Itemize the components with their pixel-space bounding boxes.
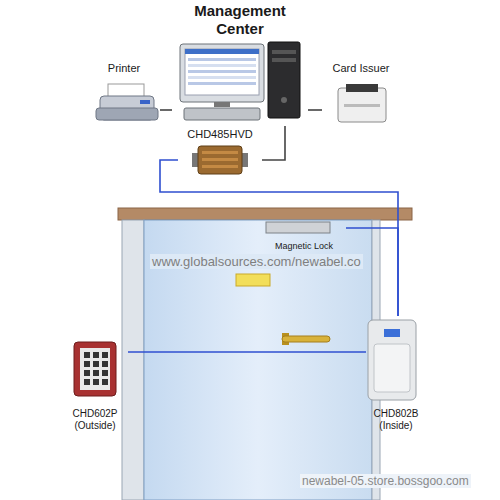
device-label: Magnetic Lock — [275, 241, 333, 252]
device-label: CHD802B (Inside) — [368, 408, 424, 432]
device-node: Management Center — [172, 2, 308, 126]
keypad-key — [102, 361, 108, 367]
keypad-key — [93, 370, 99, 376]
device-node: CHD802B (Inside) — [366, 316, 426, 432]
card-slot — [346, 84, 378, 92]
watermark: newabel-05.store.bossgoo.com — [300, 474, 471, 488]
converter-symbol — [198, 146, 242, 174]
converter-terminal — [192, 153, 198, 167]
converter-terminal — [242, 153, 248, 167]
keypad-key — [102, 379, 108, 385]
monitor-screen — [185, 49, 259, 95]
keypad-key — [93, 361, 99, 367]
device-node: Card Issuer — [322, 62, 400, 128]
lock-symbol — [266, 222, 330, 233]
drive-slot — [272, 50, 296, 54]
cable-line — [262, 126, 285, 160]
converter-stripe — [202, 151, 238, 154]
watermark: www.globalsources.com/newabel.co — [150, 254, 363, 269]
device-node: Printer — [88, 62, 160, 128]
device-label: Printer — [108, 62, 140, 75]
keypad-key — [102, 370, 108, 376]
screen-row — [188, 64, 256, 67]
converter-stripe — [202, 165, 238, 168]
device-node: Magnetic Lock — [262, 222, 346, 252]
drive-slot — [272, 58, 296, 62]
device-label: CHD602P (Outside) — [64, 408, 126, 432]
cable-line — [308, 109, 322, 111]
reader-symbol — [368, 320, 416, 400]
device-node: CHD602P (Outside) — [62, 338, 128, 432]
screen-row — [188, 58, 256, 61]
monitor-stand — [214, 102, 230, 107]
door-lintel — [118, 208, 412, 220]
monitor-symbol — [180, 44, 264, 102]
card-slot — [344, 104, 380, 107]
printer-light — [140, 100, 150, 104]
tower-symbol — [268, 42, 300, 118]
keypad-face — [80, 348, 110, 390]
power-button — [281, 97, 287, 103]
keypad-key — [102, 352, 108, 358]
reader-logo — [384, 329, 400, 337]
screen-row — [188, 70, 256, 73]
door-handle — [282, 336, 330, 342]
cable-line — [128, 351, 366, 353]
device-node: CHD485HVD — [178, 128, 262, 178]
keypad-key — [84, 370, 90, 376]
keypad-key — [84, 352, 90, 358]
cable-line — [160, 160, 398, 316]
keypad-symbol — [74, 342, 116, 396]
card-issuer-symbol — [338, 88, 386, 122]
reader-face — [374, 344, 410, 392]
device-label: Management Center — [174, 2, 306, 38]
cable-line — [160, 109, 172, 111]
door-leaf — [144, 220, 372, 500]
door-light — [236, 274, 270, 286]
cable-line — [346, 228, 398, 316]
screen-bar — [185, 49, 259, 54]
converter-stripe — [202, 158, 238, 161]
keypad-key — [84, 361, 90, 367]
device-label: CHD485HVD — [187, 128, 252, 141]
keyboard-symbol — [184, 108, 260, 120]
keypad-key — [93, 352, 99, 358]
printer-base — [96, 108, 158, 120]
door-frame — [122, 220, 144, 500]
screen-row — [188, 82, 256, 85]
keypad-key — [93, 379, 99, 385]
screen-row — [188, 76, 256, 79]
keypad-key — [84, 379, 90, 385]
device-label: Card Issuer — [333, 62, 390, 75]
